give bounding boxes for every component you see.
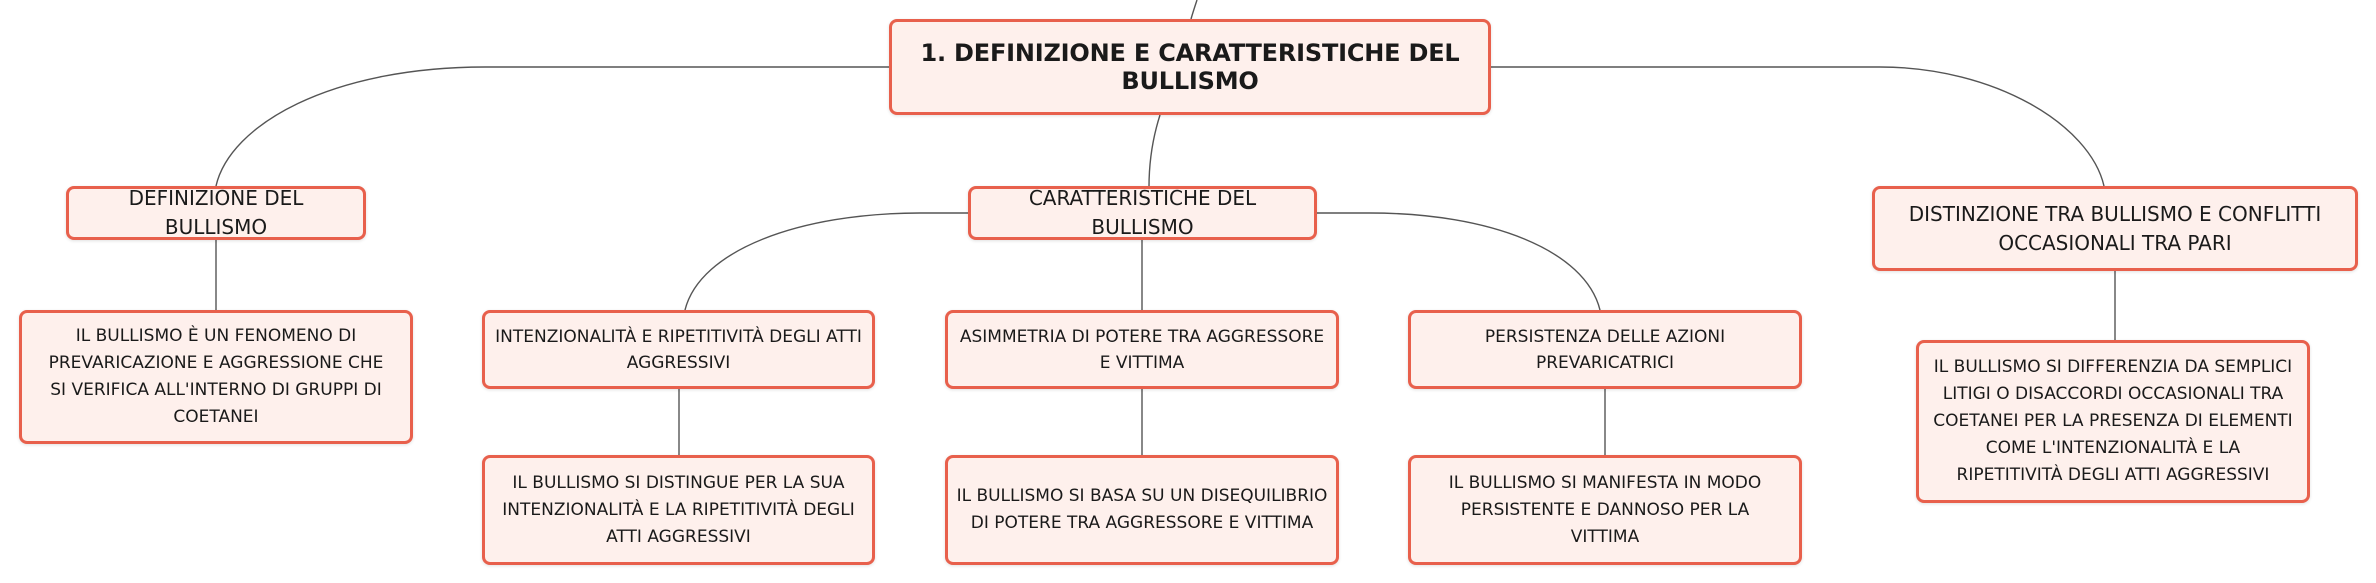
topic-definizione[interactable]: DEFINIZIONE DEL BULLISMO [66, 186, 366, 240]
connector-root-definizione [215, 66, 889, 187]
detail-persistenza[interactable]: IL BULLISMO SI MANIFESTA IN MODO PERSIST… [1408, 455, 1802, 565]
topic-distinzione-label: DISTINZIONE TRA BULLISMO E CONFLITTI OCC… [1908, 201, 2322, 255]
detail-definizione[interactable]: IL BULLISMO È UN FENOMENO DI PREVARICAZI… [19, 310, 413, 444]
topic-caratteristiche[interactable]: CARATTERISTICHE DEL BULLISMO [968, 186, 1317, 240]
detail-distinzione[interactable]: IL BULLISMO SI DIFFERENZIA DA SEMPLICI L… [1916, 340, 2310, 503]
detail-asimmetria[interactable]: IL BULLISMO SI BASA SU UN DISEQUILIBRIO … [945, 455, 1339, 565]
topic-caratteristiche-label: CARATTERISTICHE DEL BULLISMO [1028, 186, 1257, 239]
topic-persistenza[interactable]: PERSISTENZA DELLE AZIONI PREVARICATRICI [1408, 310, 1802, 389]
topic-intenzionalita-label: INTENZIONALITÀ E RIPETITIVITÀ DEGLI ATTI… [495, 326, 862, 373]
connector-root-parent [1190, 0, 1198, 20]
detail-asimmetria-text: IL BULLISMO SI BASA SU UN DISEQUILIBRIO … [956, 486, 1328, 533]
detail-intenzionalita[interactable]: IL BULLISMO SI DISTINGUE PER LA SUA INTE… [482, 455, 875, 565]
connector-root-distinzione [1491, 66, 2105, 187]
connector-root-caratteristiche [1148, 114, 1161, 188]
topic-persistenza-label: PERSISTENZA DELLE AZIONI PREVARICATRICI [1484, 326, 1726, 373]
detail-persistenza-text: IL BULLISMO SI MANIFESTA IN MODO PERSIST… [1448, 472, 1762, 547]
topic-intenzionalita[interactable]: INTENZIONALITÀ E RIPETITIVITÀ DEGLI ATTI… [482, 310, 875, 389]
root-topic-label: 1. DEFINIZIONE E CARATTERISTICHE DEL BUL… [920, 39, 1460, 95]
detail-distinzione-text: IL BULLISMO SI DIFFERENZIA DA SEMPLICI L… [1933, 357, 2293, 485]
topic-asimmetria-label: ASIMMETRIA DI POTERE TRA AGGRESSORE E VI… [959, 326, 1325, 373]
topic-distinzione[interactable]: DISTINZIONE TRA BULLISMO E CONFLITTI OCC… [1872, 186, 2358, 271]
connector-caratteristiche-intenzionalita [684, 212, 968, 311]
detail-definizione-text: IL BULLISMO È UN FENOMENO DI PREVARICAZI… [48, 326, 384, 427]
topic-definizione-label: DEFINIZIONE DEL BULLISMO [128, 186, 304, 239]
topic-asimmetria[interactable]: ASIMMETRIA DI POTERE TRA AGGRESSORE E VI… [945, 310, 1339, 389]
connector-caratteristiche-persistenza [1317, 212, 1601, 311]
detail-intenzionalita-text: IL BULLISMO SI DISTINGUE PER LA SUA INTE… [502, 472, 855, 547]
root-topic[interactable]: 1. DEFINIZIONE E CARATTERISTICHE DEL BUL… [889, 19, 1491, 115]
